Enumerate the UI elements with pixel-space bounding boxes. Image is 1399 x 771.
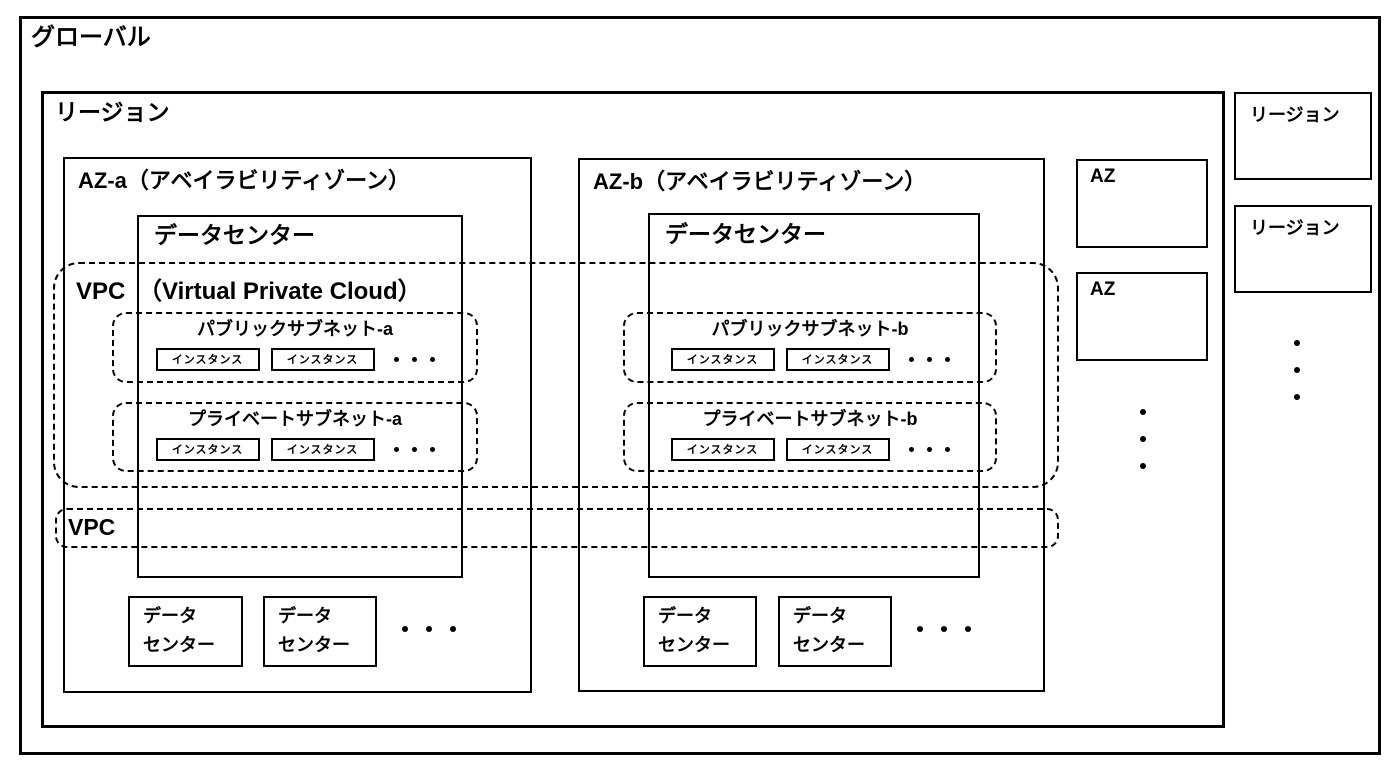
az-a-box (63, 157, 532, 693)
instance-box: インスタンス (270, 437, 375, 461)
instance-box: インスタンス (785, 347, 890, 371)
public-subnet-b: パブリックサブネット-b インスタンス インスタンス (623, 312, 997, 383)
vpc-secondary-label: VPC (68, 514, 116, 540)
az-b-heading: AZ-b（アベイラビリティゾーン） (593, 169, 927, 194)
instance-box: インスタンス (785, 437, 890, 461)
instance-box: インスタンス (670, 437, 775, 461)
az-a-heading: AZ-a（アベイラビリティゾーン） (78, 168, 411, 193)
private-subnet-b-label: プライベートサブネット-b (702, 409, 918, 429)
region-box (41, 91, 1225, 728)
ellipsis-dots-vertical (1294, 340, 1300, 400)
extra-datacenter-box: データ センター (778, 596, 892, 667)
global-label: グローバル (31, 24, 151, 51)
public-subnet-b-instances: インスタンス インスタンス (670, 347, 950, 371)
ellipsis-dots (393, 356, 435, 362)
az-b-box (578, 158, 1045, 692)
public-subnet-a: パブリックサブネット-a インスタンス インスタンス (112, 312, 478, 383)
other-region-box: リージョン (1234, 92, 1372, 180)
extra-datacenter-box: データ センター (643, 596, 757, 667)
private-subnet-b-instances: インスタンス インスタンス (670, 437, 950, 461)
extra-datacenter-box: データ センター (263, 596, 377, 667)
ellipsis-dots (917, 626, 971, 632)
region-label: リージョン (55, 99, 170, 125)
other-az-box: AZ (1076, 272, 1208, 361)
ellipsis-dots (908, 356, 950, 362)
datacenter-a-box (137, 215, 463, 578)
other-az-box: AZ (1076, 159, 1208, 248)
datacenter-b-box (648, 213, 980, 578)
private-subnet-a: プライベートサブネット-a インスタンス インスタンス (112, 402, 478, 472)
other-region-box: リージョン (1234, 205, 1372, 293)
private-subnet-b: プライベートサブネット-b インスタンス インスタンス (623, 402, 997, 472)
private-subnet-a-instances: インスタンス インスタンス (155, 437, 435, 461)
public-subnet-a-label: パブリックサブネット-a (196, 319, 393, 339)
instance-box: インスタンス (155, 437, 260, 461)
public-subnet-b-label: パブリックサブネット-b (711, 319, 909, 339)
vpc-main-sublabel: （Virtual Private Cloud） (138, 278, 422, 305)
datacenter-a-label: データセンター (154, 222, 315, 248)
vpc-main-label: VPC (76, 278, 126, 305)
datacenter-b-label: データセンター (665, 221, 826, 247)
ellipsis-dots-vertical (1140, 409, 1146, 469)
private-subnet-a-label: プライベートサブネット-a (187, 409, 402, 429)
public-subnet-a-instances: インスタンス インスタンス (155, 347, 435, 371)
ellipsis-dots (402, 626, 456, 632)
ellipsis-dots (908, 446, 950, 452)
instance-box: インスタンス (270, 347, 375, 371)
global-box (19, 16, 1381, 755)
instance-box: インスタンス (155, 347, 260, 371)
vpc-secondary-box (55, 508, 1059, 548)
instance-box: インスタンス (670, 347, 775, 371)
vpc-main-box (53, 262, 1059, 488)
ellipsis-dots (393, 446, 435, 452)
extra-datacenter-box: データ センター (128, 596, 243, 667)
